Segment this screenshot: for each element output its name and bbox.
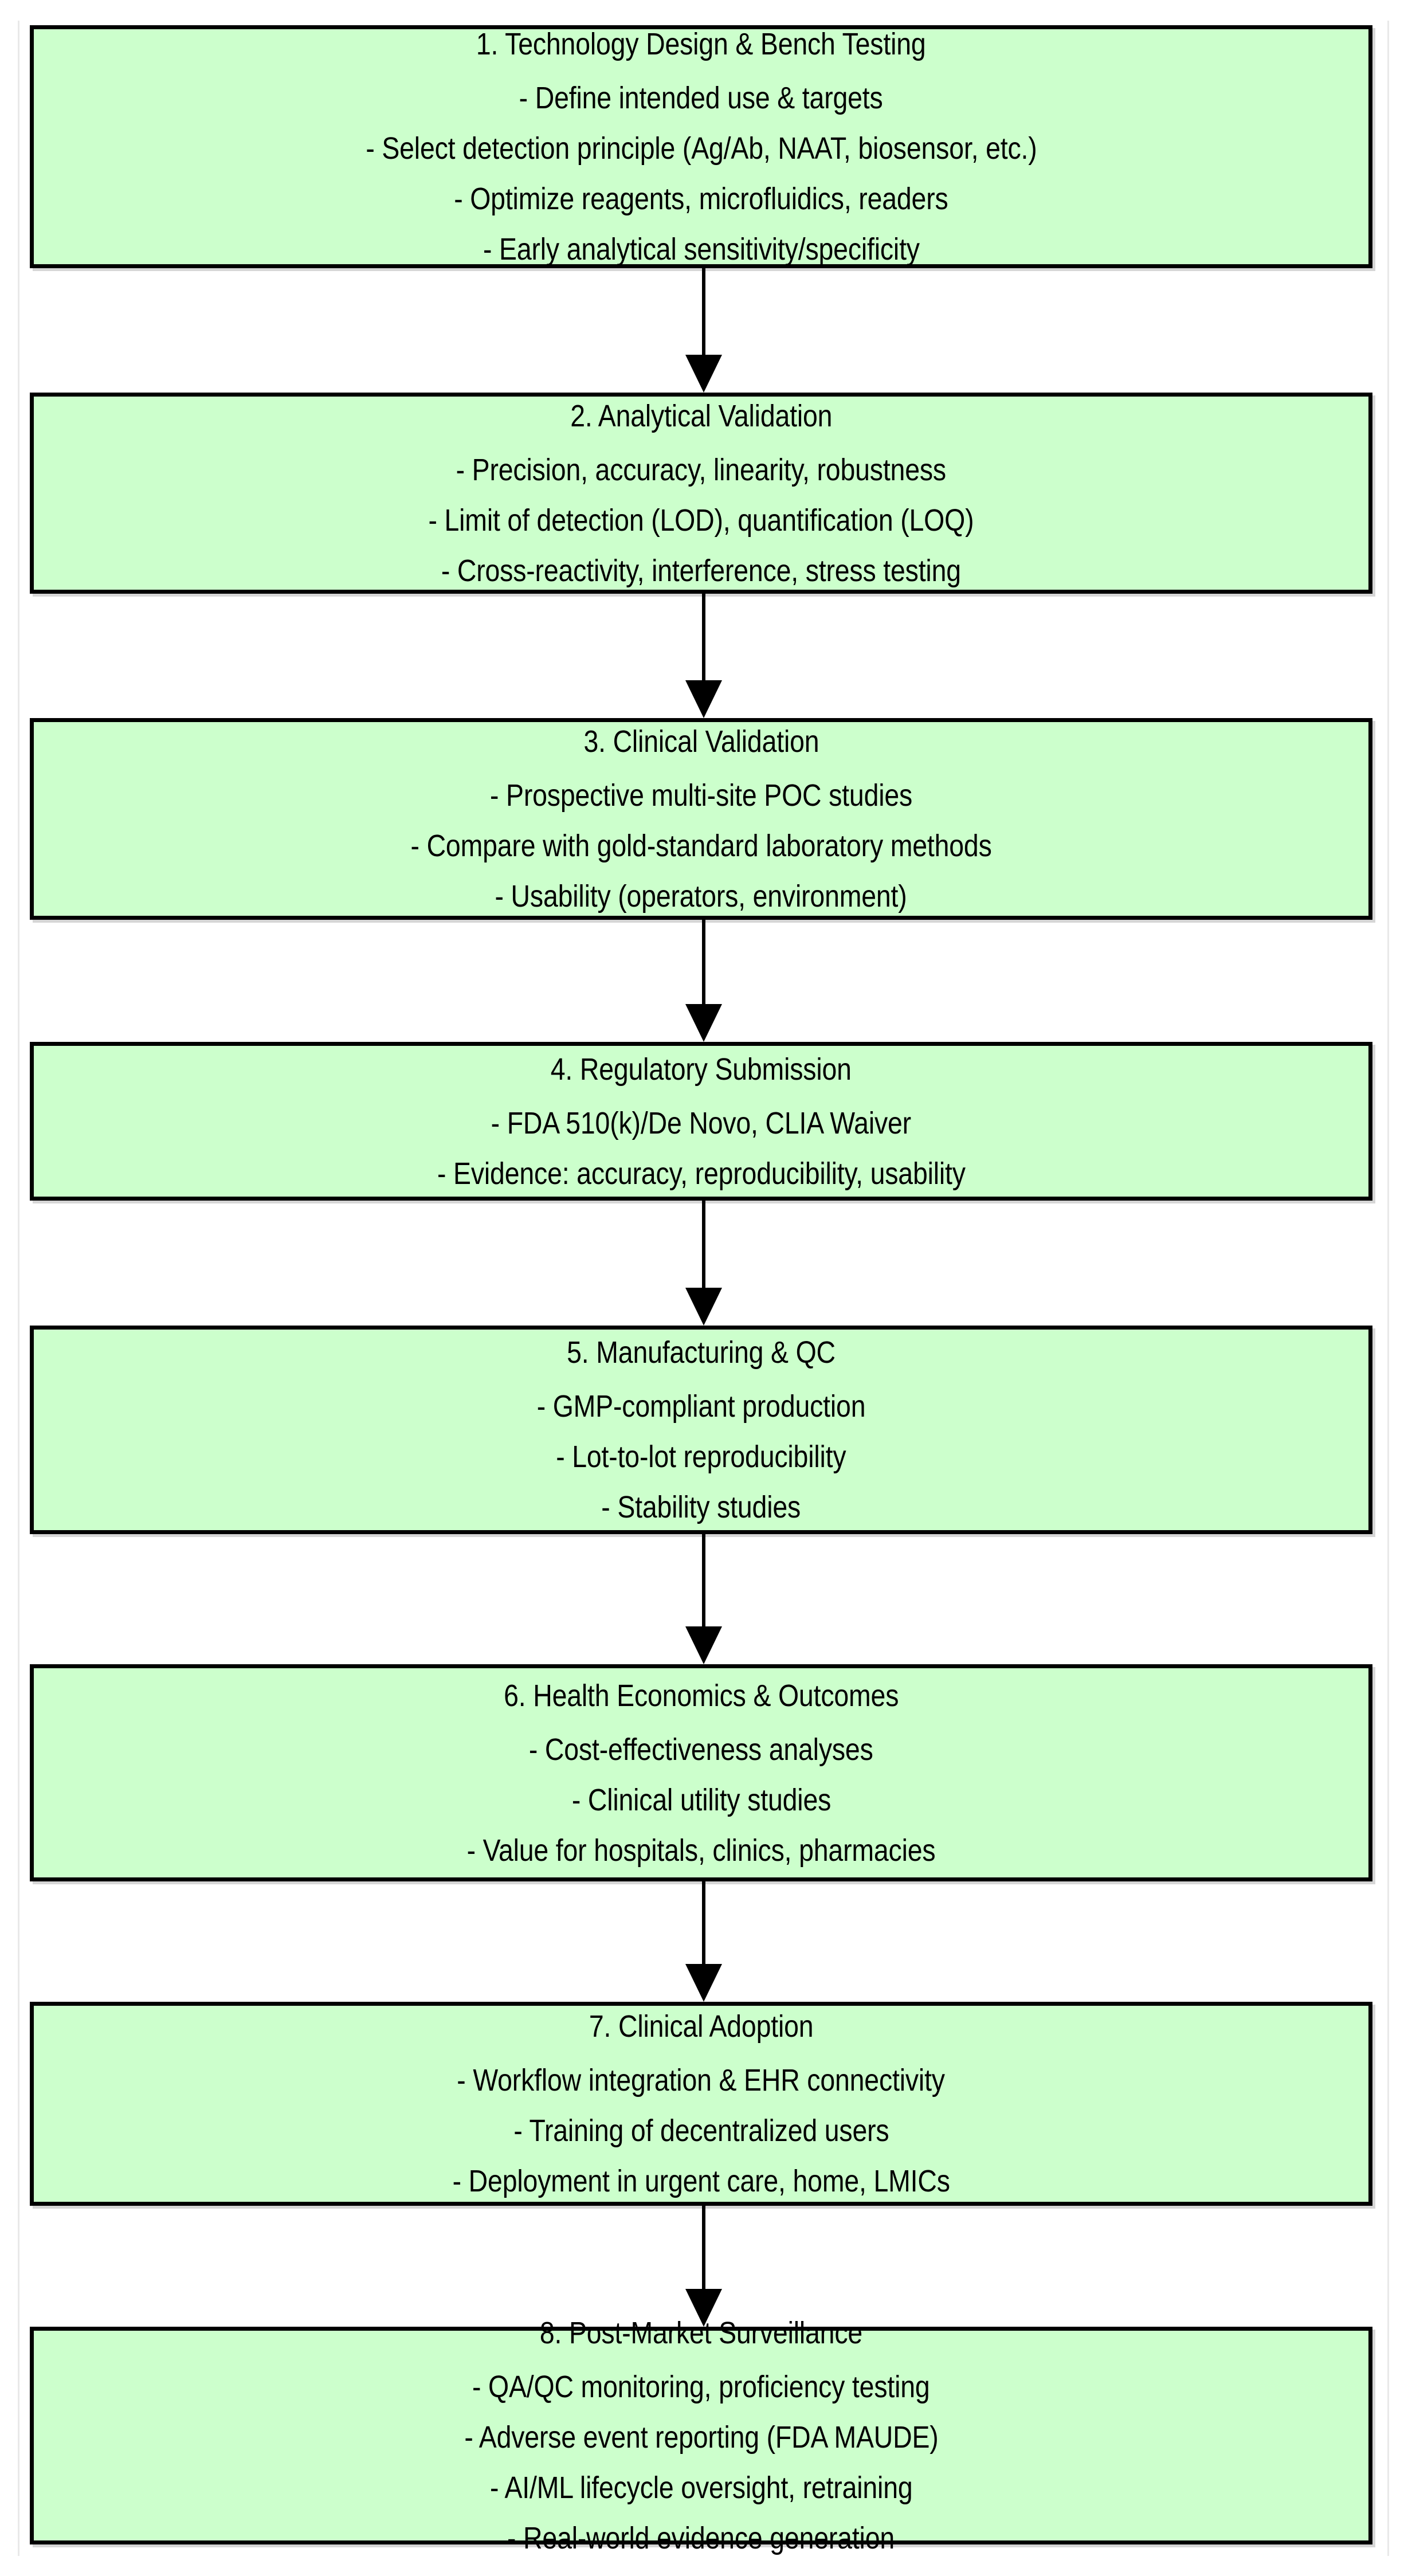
node-bullet-line: - Prospective multi-site POC studies: [489, 778, 913, 813]
node-bullet-line: - Usability (operators, environment): [495, 879, 908, 913]
node-bullet-line: - Limit of detection (LOD), quantificati…: [428, 503, 974, 538]
connector-line: [702, 1201, 705, 1288]
flow-connector-4: [685, 1201, 722, 1326]
node-bullet-line: - Evidence: accuracy, reproducibility, u…: [437, 1156, 966, 1191]
node-bullet-line: - Real-world evidence generation: [507, 2521, 895, 2555]
flow-node-step-7[interactable]: 7. Clinical Adoption - Workflow integrati…: [30, 2002, 1372, 2206]
node-title: 4. Regulatory Submission: [550, 1052, 852, 1087]
flow-node-step-4[interactable]: 4. Regulatory Submission - FDA 510(k)/De …: [30, 1042, 1372, 1201]
connector-line: [702, 594, 705, 680]
node-bullet-line: - Lot-to-lot reproducibility: [556, 1440, 846, 1474]
node-bullet-line: - Early analytical sensitivity/specifici…: [483, 232, 920, 266]
flow-connector-5: [685, 1534, 722, 1664]
flow-node-step-3[interactable]: 3. Clinical Validation - Prospective mult…: [30, 718, 1372, 920]
node-bullet-line: - Adverse event reporting (FDA MAUDE): [464, 2420, 939, 2455]
node-bullet-line: - Clinical utility studies: [571, 1782, 831, 1817]
arrow-head-icon: [685, 1004, 722, 1042]
node-bullet-line: - Value for hospitals, clinics, pharmaci…: [466, 1833, 936, 1868]
node-bullet-line: - Training of decentralized users: [513, 2114, 889, 2148]
flow-connector-3: [685, 920, 722, 1042]
flow-connector-2: [685, 594, 722, 718]
node-bullet-line: - Define intended use & targets: [519, 81, 883, 115]
arrow-head-icon: [685, 680, 722, 718]
node-title: 6. Health Economics & Outcomes: [503, 1678, 899, 1713]
node-bullet-line: - Deployment in urgent care, home, LMICs: [452, 2164, 950, 2198]
node-title: 1. Technology Design & Bench Testing: [476, 27, 926, 61]
node-bullet-line: - GMP-compliant production: [536, 1389, 866, 1424]
arrow-head-icon: [685, 1964, 722, 2002]
flow-node-step-1[interactable]: 1. Technology Design & Bench Testing - De…: [30, 25, 1372, 268]
page-border-rule-left: [18, 21, 19, 2556]
flow-node-step-5[interactable]: 5. Manufacturing & QC - GMP-compliant pro…: [30, 1326, 1372, 1534]
node-title: 7. Clinical Adoption: [589, 2009, 814, 2044]
arrow-head-icon: [685, 355, 722, 393]
arrow-head-icon: [685, 1288, 722, 1326]
page-border-rule-right: [1387, 21, 1389, 2556]
arrow-head-icon: [685, 2289, 722, 2327]
node-bullet-line: - AI/ML lifecycle oversight, retraining: [489, 2471, 913, 2505]
node-bullet-line: - Select detection principle (Ag/Ab, NAA…: [365, 131, 1037, 166]
flow-node-step-6[interactable]: 6. Health Economics & Outcomes - Cost-eff…: [30, 1664, 1372, 1881]
flow-node-step-8[interactable]: 8. Post-Market Surveillance - QA/QC monit…: [30, 2318, 1372, 2554]
flow-connector-1: [685, 268, 722, 393]
node-bullet-line: - FDA 510(k)/De Novo, CLIA Waiver: [491, 1105, 912, 1140]
connector-line: [702, 1534, 705, 1626]
flow-node-step-2[interactable]: 2. Analytical Validation - Precision, acc…: [30, 393, 1372, 594]
node-bullet-line: - Compare with gold-standard laboratory …: [410, 829, 992, 863]
flow-connector-7: [685, 2206, 722, 2327]
node-title: 8. Post-Market Surveillance: [539, 2316, 863, 2350]
node-bullet-line: - Workflow integration & EHR connectivit…: [457, 2063, 946, 2097]
arrow-head-icon: [685, 1626, 722, 1664]
connector-line: [702, 2206, 705, 2289]
node-bullet-line: - Cost-effectiveness analyses: [529, 1732, 873, 1767]
node-bullet-line: - QA/QC monitoring, proficiency testing: [472, 2370, 930, 2404]
node-title: 5. Manufacturing & QC: [567, 1335, 836, 1370]
node-bullet-line: - Optimize reagents, microfluidics, read…: [454, 182, 948, 216]
connector-line: [702, 920, 705, 1004]
node-bullet-line: - Cross-reactivity, interference, stress…: [441, 553, 962, 588]
node-title: 3. Clinical Validation: [583, 724, 819, 759]
node-bullet-line: - Precision, accuracy, linearity, robust…: [456, 452, 947, 487]
node-title: 2. Analytical Validation: [570, 398, 833, 433]
flow-connector-6: [685, 1881, 722, 2002]
node-bullet-line: - Stability studies: [601, 1490, 801, 1524]
connector-line: [702, 268, 705, 355]
connector-line: [702, 1881, 705, 1964]
